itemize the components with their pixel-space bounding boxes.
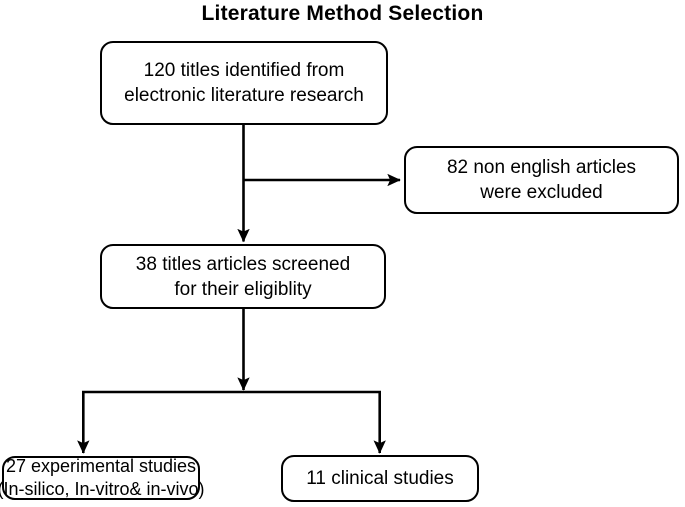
node-identified-line1: 120 titles identified from (143, 60, 345, 81)
node-identified-line2: electronic literature research (124, 85, 364, 106)
node-titles-screened: 38 titles articles screened for their el… (100, 244, 386, 309)
page-title: Literature Method Selection (201, 2, 484, 25)
node-screened-line1: 38 titles articles screened (135, 253, 351, 275)
node-non-english-excluded: 82 non english articles were excluded (404, 146, 679, 214)
node-clinical-line1: 11 clinical studies (306, 468, 454, 489)
node-excluded-line2: were excluded (480, 182, 603, 203)
node-experimental-studies: 27 experimental studies (In-silico, In-v… (0, 456, 205, 500)
node-experimental-line1: 27 experimental studies (5, 456, 197, 476)
node-screened-line2: for their eligiblity (174, 278, 312, 300)
node-excluded-line1: 82 non english articles (446, 157, 637, 178)
node-clinical-studies: 11 clinical studies (281, 455, 479, 502)
node-experimental-line2: (In-silico, In-vitro& in-vivo) (0, 479, 205, 499)
node-titles-identified: 120 titles identified from electronic li… (100, 41, 388, 125)
